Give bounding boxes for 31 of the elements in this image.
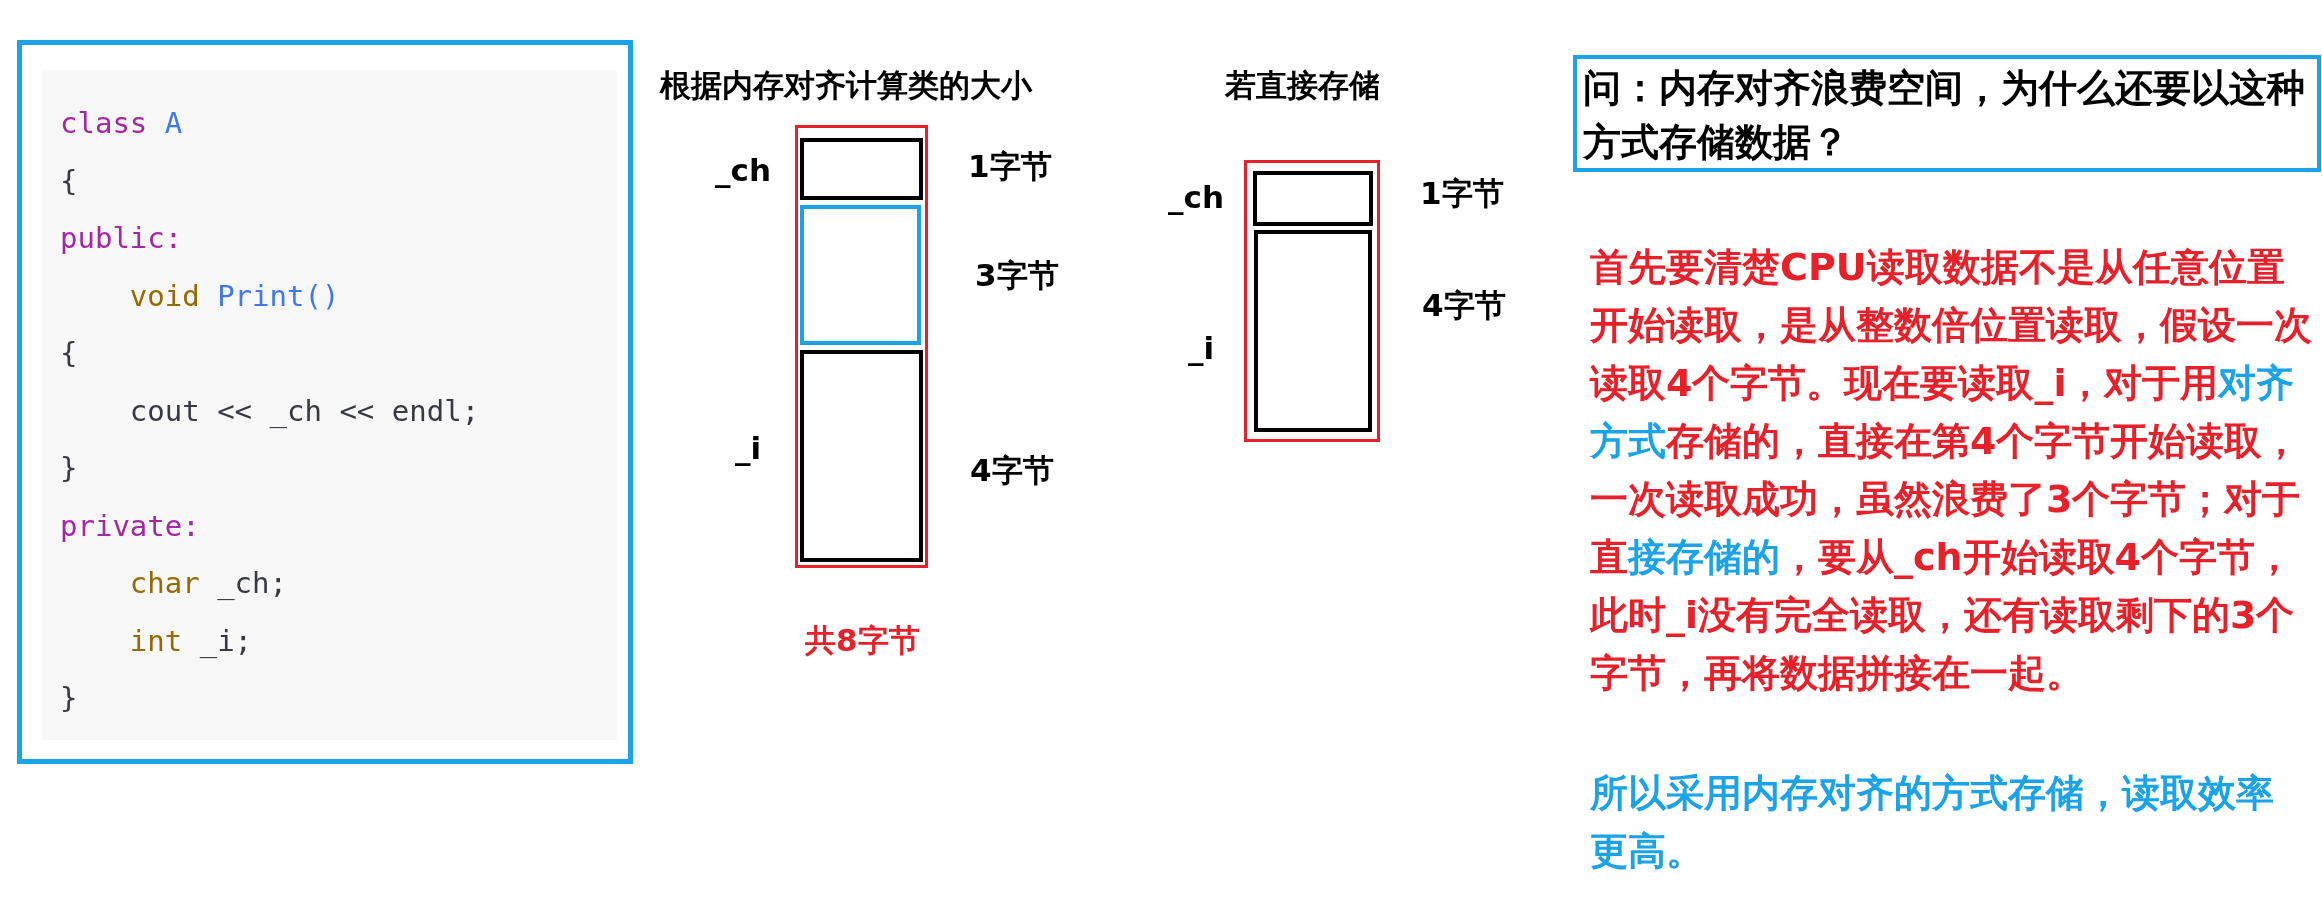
- code-line: {: [60, 335, 78, 372]
- size-label: _ch: [1168, 179, 1224, 215]
- code-line: }: [60, 680, 78, 717]
- size-label: 3字节: [975, 256, 1059, 295]
- code-line: class A: [60, 105, 183, 142]
- memory-cell: [1254, 230, 1372, 432]
- memory-cell: [800, 138, 923, 200]
- memory-cell: [800, 205, 921, 345]
- size-label: _ch: [715, 152, 771, 188]
- code-line: {: [60, 162, 78, 200]
- code-line: }: [60, 450, 78, 487]
- column-heading: 若直接存储: [1225, 66, 1380, 105]
- code-line: int _i;: [128, 622, 253, 660]
- size-label: 4字节: [970, 451, 1054, 490]
- column-heading: 根据内存对齐计算类的大小: [660, 66, 1032, 105]
- code-line: public:: [60, 220, 183, 257]
- code-line: private:: [60, 507, 200, 545]
- size-label: _i: [735, 430, 762, 466]
- size-label: 共8字节: [805, 621, 920, 660]
- memory-cell: [1253, 171, 1373, 226]
- size-label: 1字节: [1420, 174, 1504, 213]
- code-line: cout << _ch << endl;: [128, 392, 480, 430]
- question-box: 问：内存对齐浪费空间，为什么还要以这种方式存储数据？: [1573, 55, 2321, 172]
- code-line: char _ch;: [128, 565, 287, 602]
- size-label: _i: [1188, 330, 1215, 366]
- size-label: 4字节: [1422, 286, 1506, 325]
- code-line: void Print(): [128, 277, 340, 315]
- explanation-text: 首先要清楚CPU读取数据不是从任意位置开始读取，是从整数倍位置读取，假设一次读取4个字节。现在要读取_i，对于用对齐方式存储的，直接在第4个字节开始读取，一次读取成功，虽然浪费了3个字节；对于直接存储的，要从_ch开始读取4个字节，此时_i没有完全读取，还有读取剩下的3个字节，再将数据拼接在一起。: [1590, 244, 2313, 697]
- size-label: 1字节: [968, 147, 1052, 186]
- memory-cell: [800, 350, 923, 562]
- explanation-text: 所以采用内存对齐的方式存储，读取效率更高。: [1590, 770, 2275, 875]
